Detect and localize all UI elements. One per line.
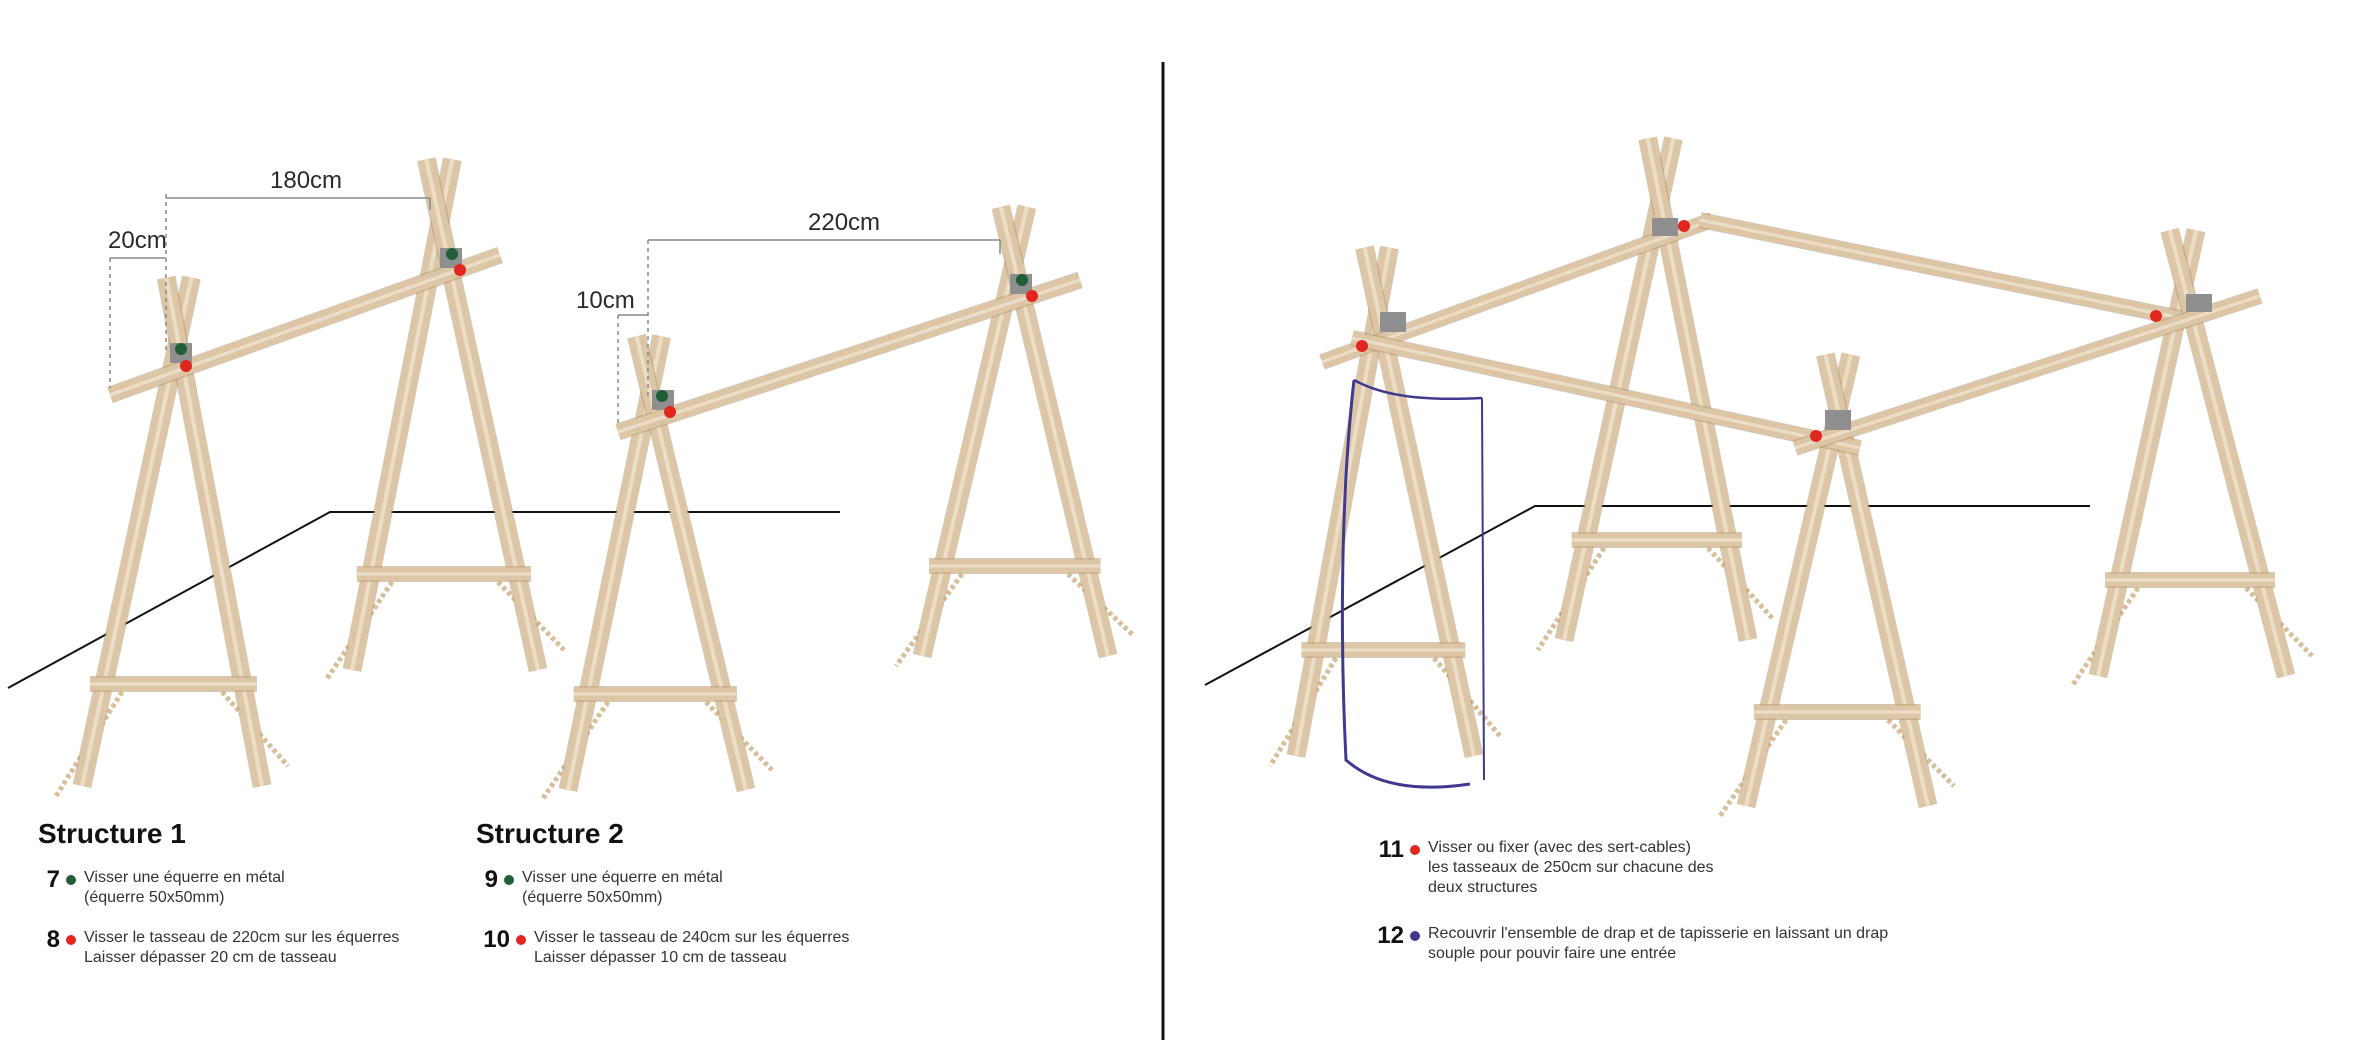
green-marker bbox=[175, 343, 187, 355]
markers bbox=[175, 220, 2162, 442]
bracket-r-3 bbox=[1825, 410, 1851, 430]
green-marker bbox=[446, 248, 458, 260]
beam-r-right-plank-grain bbox=[1794, 294, 2261, 450]
bracket-r-2 bbox=[1652, 218, 1678, 236]
step-line: Visser une équerre en métal bbox=[522, 869, 723, 886]
rope-brace bbox=[496, 580, 566, 652]
trestle-leg-grain bbox=[1645, 138, 1750, 641]
structure-1-title: Structure 1 bbox=[38, 818, 186, 849]
red-dot-icon bbox=[66, 935, 76, 945]
red-dot-icon bbox=[516, 935, 526, 945]
step-8: 8 Visser le tasseau de 220cm sur les équ… bbox=[38, 928, 458, 968]
step-number: 7 bbox=[46, 866, 60, 893]
beam-r-back bbox=[1698, 212, 2182, 326]
dimension-lines bbox=[109, 194, 1001, 425]
step-11: 11 Visser ou fixer (avec des sert-cables… bbox=[1370, 838, 1930, 898]
step-line: Visser le tasseau de 220cm sur les équer… bbox=[84, 929, 400, 946]
beam-r-right bbox=[1792, 288, 2263, 456]
red-dot-icon bbox=[1410, 845, 1420, 855]
red-marker bbox=[1026, 290, 1038, 302]
step-line: les tasseaux de 250cm sur chacune des bbox=[1428, 859, 1714, 876]
rope-brace bbox=[1535, 546, 1607, 652]
trestle-leg-grain bbox=[424, 158, 540, 671]
beam-s2 bbox=[615, 271, 1083, 441]
legend-structure-1: Structure 1 7 Visser une équerre en méta… bbox=[38, 818, 458, 988]
red-marker bbox=[1810, 430, 1822, 442]
bracket-r-1 bbox=[1380, 312, 1406, 332]
step-text: Visser une équerre en métal (équerre 50x… bbox=[84, 868, 285, 908]
brackets bbox=[170, 218, 2212, 430]
green-dot-icon bbox=[504, 875, 514, 885]
step-7: 7 Visser une équerre en métal (équerre 5… bbox=[38, 868, 458, 908]
step-number: 10 bbox=[483, 926, 510, 953]
green-marker bbox=[656, 390, 668, 402]
beam-r-front-plank-grain bbox=[1351, 336, 1861, 450]
rope-brace bbox=[1706, 546, 1776, 622]
step-line: Laisser dépasser 20 cm de tasseau bbox=[84, 949, 337, 966]
step-10: 10 Visser le tasseau de 240cm sur les éq… bbox=[476, 928, 896, 968]
step-text: Visser le tasseau de 220cm sur les équer… bbox=[84, 928, 399, 968]
drape-curve-left bbox=[1340, 379, 1471, 789]
trestle-s1-b bbox=[323, 157, 566, 682]
drape-outline bbox=[1340, 378, 1485, 789]
dim-s1-span: 180cm bbox=[270, 167, 342, 194]
step-text: Visser une équerre en métal (équerre 50x… bbox=[522, 868, 723, 908]
beam-s1-plank-grain bbox=[109, 253, 501, 397]
step-text: Visser le tasseau de 240cm sur les équer… bbox=[534, 928, 849, 968]
step-text: Recouvrir l'ensemble de drap et de tapis… bbox=[1428, 924, 1888, 964]
drape-curve-top bbox=[1353, 378, 1483, 401]
step-line: Recouvrir l'ensemble de drap et de tapis… bbox=[1428, 925, 1889, 942]
step-line: deux structures bbox=[1428, 879, 1538, 896]
structure-2-title: Structure 2 bbox=[476, 818, 624, 849]
dim-s2-span: 220cm bbox=[808, 209, 880, 236]
beam-r-front bbox=[1350, 330, 1862, 456]
step-line: Laisser dépasser 10 cm de tasseau bbox=[534, 949, 787, 966]
step-number: 9 bbox=[484, 866, 498, 893]
rope-brace bbox=[704, 700, 774, 772]
step-line: souple pour pouvir faire une entrée bbox=[1428, 945, 1677, 962]
drape-edge-right bbox=[1481, 397, 1485, 781]
legend-assembly: 11 Visser ou fixer (avec des sert-cables… bbox=[1370, 838, 1930, 984]
step-line: Visser ou fixer (avec des sert-cables) bbox=[1428, 839, 1691, 856]
bracket-r-4 bbox=[2186, 294, 2212, 312]
legend-structure-2: Structure 2 9 Visser une équerre en méta… bbox=[476, 818, 896, 988]
step-line: Visser le tasseau de 240cm sur les équer… bbox=[534, 929, 850, 946]
red-marker bbox=[2150, 310, 2162, 322]
green-marker bbox=[1016, 274, 1028, 286]
step-line: Visser une équerre en métal bbox=[84, 869, 285, 886]
rope-brace bbox=[1886, 718, 1956, 788]
dim-s1-overhang: 20cm bbox=[108, 227, 167, 254]
trestle-r-back-left bbox=[1535, 136, 1776, 652]
step-text: Visser ou fixer (avec des sert-cables) l… bbox=[1428, 838, 1714, 898]
beam-s1 bbox=[107, 246, 503, 404]
trestle-s2-a bbox=[539, 334, 774, 802]
red-marker bbox=[454, 264, 466, 276]
beam-r-back-plank-grain bbox=[1699, 218, 2181, 320]
red-marker bbox=[664, 406, 676, 418]
step-number: 8 bbox=[46, 926, 60, 953]
step-number: 11 bbox=[1378, 836, 1404, 863]
step-line: (équerre 50x50mm) bbox=[522, 889, 663, 906]
step-9: 9 Visser une équerre en métal (équerre 5… bbox=[476, 868, 896, 908]
red-marker bbox=[1356, 340, 1368, 352]
step-line: (équerre 50x50mm) bbox=[84, 889, 225, 906]
red-marker bbox=[180, 360, 192, 372]
red-marker bbox=[1678, 220, 1690, 232]
dim-s2-overhang: 10cm bbox=[576, 287, 635, 314]
purple-dot-icon bbox=[1410, 931, 1420, 941]
step-number: 12 bbox=[1377, 922, 1404, 949]
step-12: 12 Recouvrir l'ensemble de drap et de ta… bbox=[1370, 924, 1930, 964]
beams bbox=[107, 212, 2263, 456]
beam-s2-plank-grain bbox=[617, 278, 1081, 434]
green-dot-icon bbox=[66, 875, 76, 885]
trestles bbox=[53, 136, 2314, 818]
